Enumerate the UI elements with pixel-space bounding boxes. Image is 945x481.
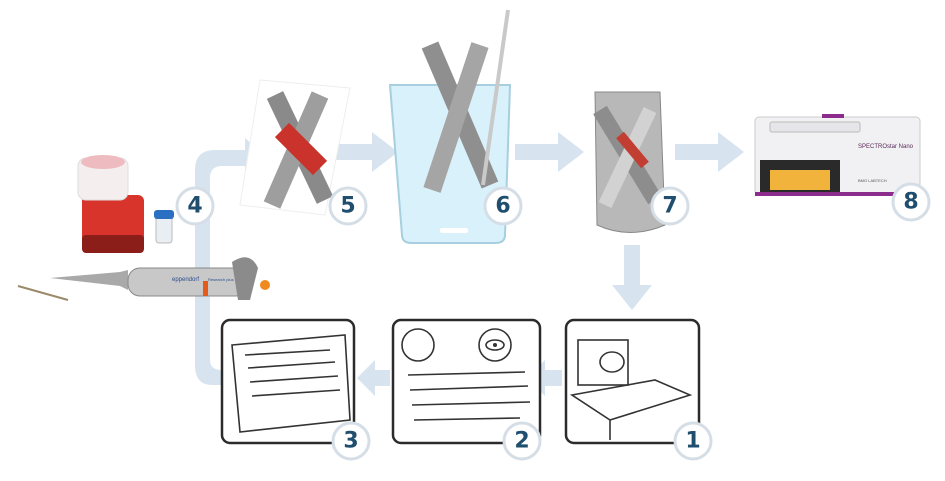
- pipette-brand-logo: eppendorf: [172, 277, 199, 283]
- svg-text:2: 2: [514, 429, 529, 454]
- plate-reader-illustration: SPECTROstar Nano BMG LABTECH: [754, 114, 921, 196]
- step-badge-7: 7: [650, 186, 690, 226]
- svg-text:5: 5: [340, 194, 355, 219]
- step-badge-2: 2: [502, 421, 542, 461]
- arrow-1-to-2: [527, 360, 562, 396]
- reader-model-logo: SPECTROstar Nano: [858, 144, 914, 150]
- arrow-2-to-3: [357, 360, 390, 396]
- step-badge-1: 1: [673, 421, 713, 461]
- svg-text:7: 7: [662, 194, 677, 219]
- pipette-model-logo: Research plus: [208, 277, 234, 282]
- step-badge-6: 6: [483, 186, 523, 226]
- sealed-bag-illustration: [593, 91, 666, 233]
- panel-inspect-instruments: [391, 318, 542, 445]
- svg-text:4: 4: [187, 194, 202, 219]
- arrow-6-to-7: [515, 132, 584, 172]
- arrow-7-to-8: [675, 132, 744, 172]
- svg-text:8: 8: [903, 190, 918, 215]
- panel-wrapped-instruments: [220, 318, 356, 445]
- step-badge-4: 4: [175, 186, 215, 226]
- reader-brand-logo: BMG LABTECH: [858, 178, 887, 183]
- svg-text:1: 1: [685, 429, 700, 454]
- svg-text:3: 3: [343, 429, 358, 454]
- panel-oven-drawer: [564, 318, 701, 445]
- arrow-7-to-1: [612, 245, 652, 310]
- svg-text:6: 6: [495, 194, 510, 219]
- arrow-5-to-6: [328, 132, 398, 172]
- beaker-illustration: [388, 9, 512, 244]
- reagent-pipette-illustration: eppendorf Research plus: [17, 155, 270, 301]
- step-badge-3: 3: [331, 421, 371, 461]
- stained-instruments-illustration: [239, 79, 351, 216]
- step-badge-5: 5: [328, 186, 368, 226]
- step-badge-8: 8: [891, 182, 931, 222]
